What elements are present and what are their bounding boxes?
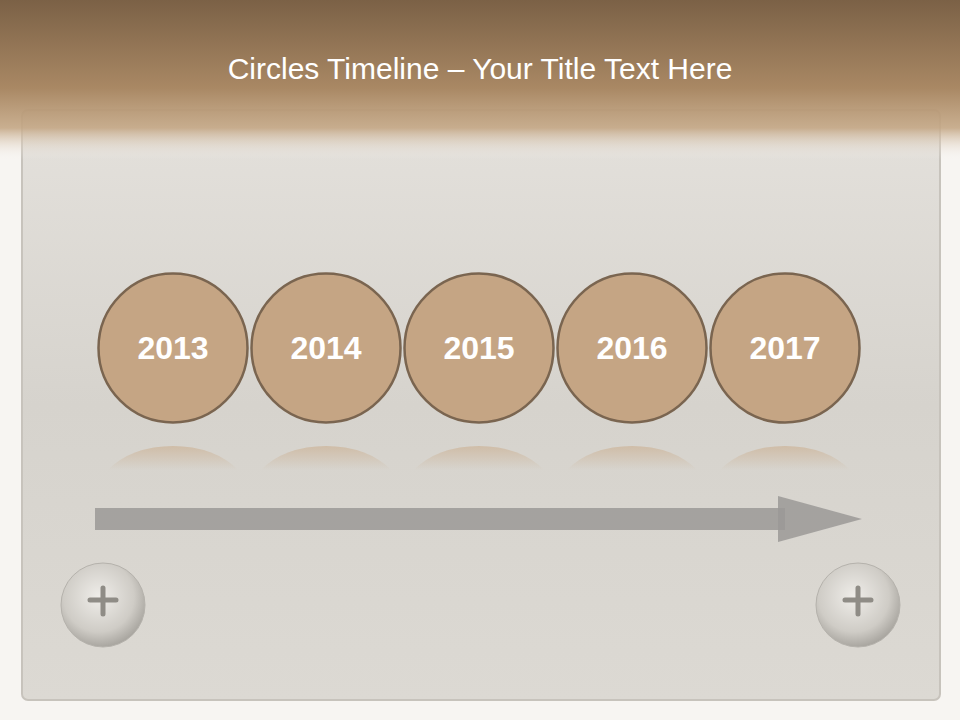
year-label: 2017 (749, 330, 820, 367)
slide-title: Circles Timeline – Your Title Text Here (0, 52, 960, 86)
year-circle: 2017 (709, 272, 861, 424)
year-label: 2013 (137, 330, 208, 367)
year-label: 2015 (443, 330, 514, 367)
screw (816, 563, 900, 647)
screw (61, 563, 145, 647)
year-circle: 2016 (556, 272, 708, 424)
timeline-arrow (95, 496, 862, 542)
reflections (108, 446, 850, 470)
year-label: 2016 (596, 330, 667, 367)
metal-plate (22, 110, 940, 700)
header-band (0, 0, 960, 160)
year-label: 2014 (290, 330, 361, 367)
year-circle: 2013 (97, 272, 249, 424)
year-circle: 2014 (250, 272, 402, 424)
year-circle: 2015 (403, 272, 555, 424)
